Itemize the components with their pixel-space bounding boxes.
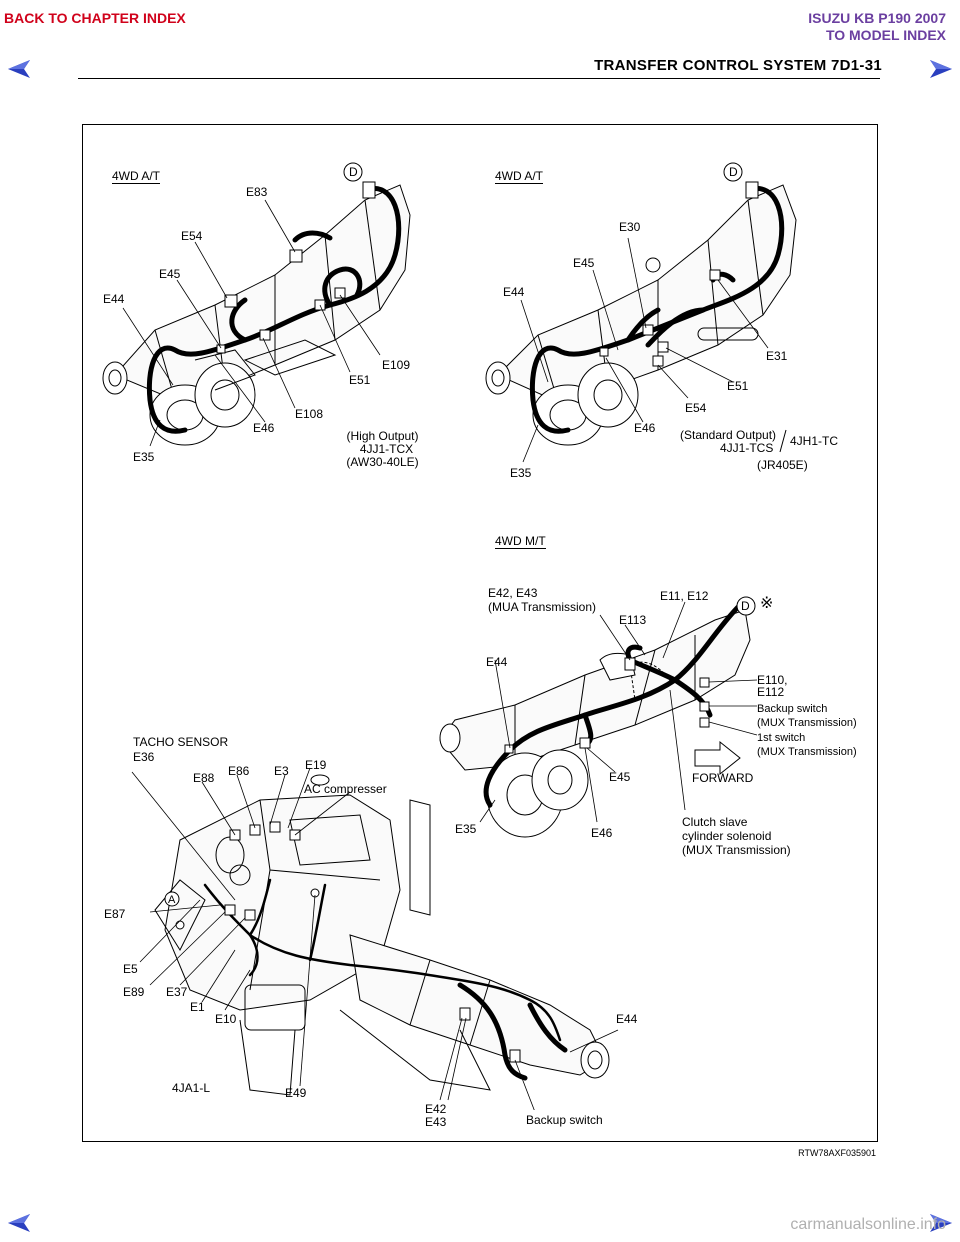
figure-reference-code: RTW78AXF035901 (798, 1148, 876, 1158)
transmission-illustration-high-output (102, 162, 411, 447)
caption-4jj1-tcs: 4JJ1-TCS (720, 441, 774, 455)
label-e5: E5 (123, 962, 138, 976)
label-tacho-sensor: TACHO SENSOR (133, 735, 229, 749)
label-e109: E109 (382, 358, 411, 372)
header-divider (78, 78, 880, 79)
engine-transmission-illustration-4ja1-l (131, 767, 619, 1110)
transmission-illustration-standard-output (485, 162, 797, 463)
label-e35-2: E35 (510, 466, 532, 480)
label-e83: E83 (246, 185, 268, 199)
label-e36: E36 (133, 750, 155, 764)
label-e44-2: E44 (503, 285, 525, 299)
label-e44: E44 (103, 292, 125, 306)
model-name: ISUZU KB P190 2007 (808, 10, 946, 26)
label-e88: E88 (193, 771, 215, 785)
label-e54: E54 (181, 229, 203, 243)
label-e42: E42 (425, 1102, 447, 1116)
transmission-illustration-manual (439, 601, 758, 838)
label-backup-switch: Backup switch (526, 1113, 603, 1127)
label-backup-switch-mux: Backup switch (757, 703, 828, 715)
label-clutch-slave: Clutch slave cylinder solenoid (MUX Tran… (682, 815, 791, 857)
caption-standard-output: (Standard Output) (680, 428, 777, 442)
watermark-text: carmanualsonline.info (790, 1216, 946, 1233)
label-e3: E3 (274, 764, 289, 778)
back-to-chapter-index-link[interactable]: BACK TO CHAPTER INDEX (4, 10, 186, 26)
connector-d-label-2: D (729, 165, 738, 179)
label-e110: E110, (757, 673, 788, 687)
slash-separator-icon (779, 429, 787, 453)
caption-high-output: (High Output) 4JJ1-TCX (AW30-40LE) (346, 429, 419, 469)
label-e51: E51 (349, 373, 371, 387)
figure-frame (82, 124, 878, 1142)
connector-d-circle-icon (736, 596, 756, 616)
label-ac-compresser: AC compresser (304, 782, 387, 796)
connector-d-label: D (349, 165, 358, 179)
next-page-arrow-icon-bottom[interactable] (924, 1212, 954, 1234)
label-engine-4ja1-l: 4JA1-L (172, 1081, 211, 1095)
label-e43: E43 (425, 1115, 447, 1129)
label-e113: E113 (619, 613, 647, 627)
label-e49: E49 (285, 1086, 307, 1100)
label-forward: FORWARD (692, 771, 754, 785)
label-mua-transmission: (MUA Transmission) (488, 600, 597, 614)
reference-mark-icon: ※ (760, 595, 774, 612)
label-e11-e12: E11, E12 (660, 589, 709, 603)
label-e45-3: E45 (609, 770, 631, 784)
model-index-label: TO MODEL INDEX (825, 27, 946, 43)
heading-4wd-at-standard: 4WD A/T (495, 169, 544, 184)
connector-a-label: A (168, 894, 176, 906)
label-e37: E37 (166, 985, 188, 999)
label-1st-switch: 1st switch (757, 732, 806, 744)
label-e45-2: E45 (573, 256, 595, 270)
label-e31: E31 (766, 349, 788, 363)
label-e44-4: E44 (616, 1012, 638, 1026)
label-e89: E89 (123, 985, 145, 999)
page-title: TRANSFER CONTROL SYSTEM 7D1-31 (594, 57, 882, 74)
label-e87: E87 (104, 907, 126, 921)
label-e54-2: E54 (685, 401, 707, 415)
label-e30: E30 (619, 220, 641, 234)
label-e86: E86 (228, 764, 250, 778)
next-page-arrow-icon[interactable] (924, 58, 954, 80)
previous-page-arrow-icon[interactable] (6, 58, 36, 80)
label-e35: E35 (133, 450, 155, 464)
heading-4wd-at-high: 4WD A/T (112, 169, 161, 184)
label-e45: E45 (159, 267, 181, 281)
label-e35-3: E35 (455, 822, 477, 836)
previous-page-arrow-icon-bottom[interactable] (6, 1212, 36, 1234)
label-e1: E1 (190, 1000, 205, 1014)
label-e112: E112 (757, 685, 785, 699)
caption-4jh1-tc: 4JH1-TC (790, 434, 839, 448)
label-e42-e43: E42, E43 (488, 586, 538, 600)
forward-arrow-icon (694, 740, 741, 776)
label-e44-3: E44 (486, 655, 508, 669)
label-e10: E10 (215, 1012, 237, 1026)
label-e46-2: E46 (634, 421, 656, 435)
label-e19: E19 (305, 758, 327, 772)
label-e51-2: E51 (727, 379, 749, 393)
label-mux-transmission-1: (MUX Transmission) (757, 717, 857, 729)
to-model-index-link[interactable]: ISUZU KB P190 2007 TO MODEL INDEX (808, 10, 946, 44)
label-mux-transmission-2: (MUX Transmission) (757, 746, 857, 758)
label-e46-3: E46 (591, 826, 613, 840)
connector-d-label-3: D (741, 599, 750, 613)
caption-jr405e: (JR405E) (757, 458, 808, 472)
heading-4wd-mt: 4WD M/T (495, 534, 546, 549)
label-e108: E108 (295, 407, 324, 421)
label-e46: E46 (253, 421, 275, 435)
